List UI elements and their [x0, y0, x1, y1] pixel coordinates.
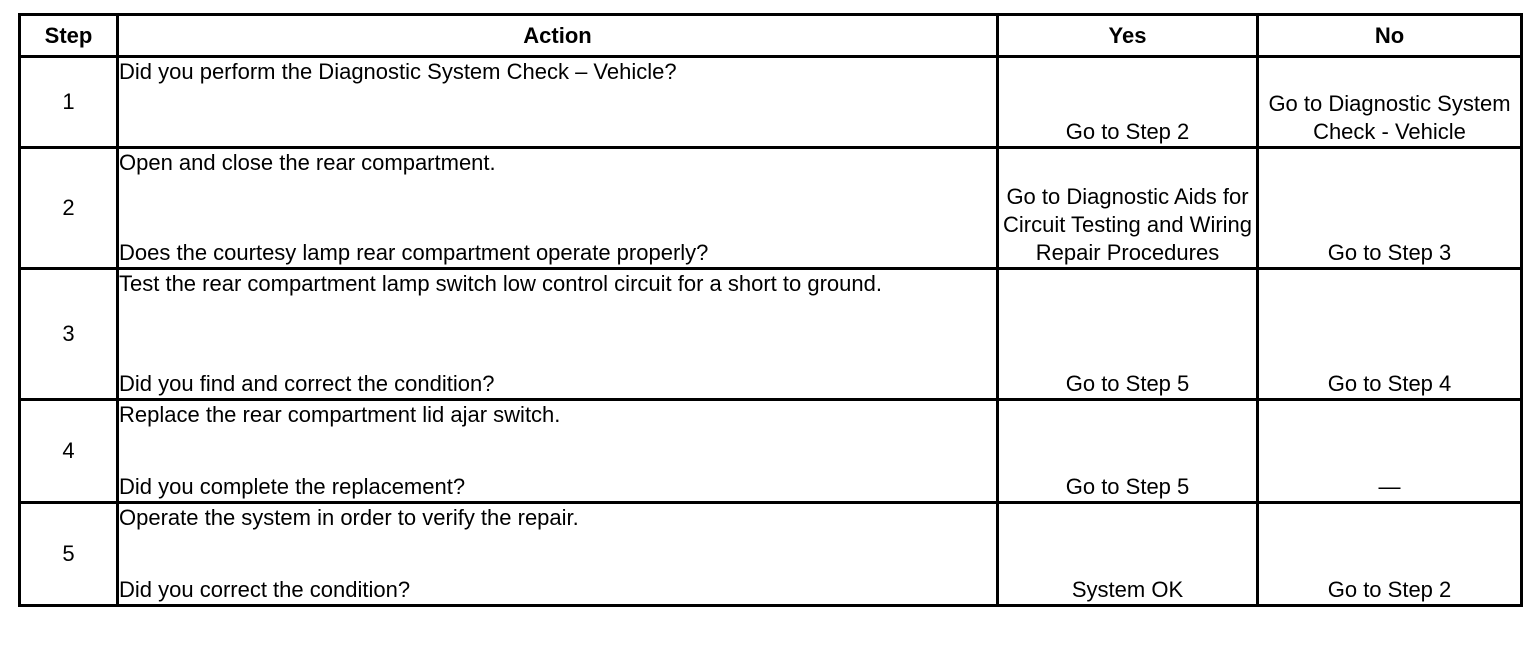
table-row: 3 Test the rear compartment lamp switch … [18, 267, 1523, 401]
step-number: 2 [18, 146, 119, 270]
table-row: 5 Operate the system in order to verify … [18, 501, 1523, 607]
step-number: 3 [18, 267, 119, 401]
no-result: Go to Step 4 [1256, 267, 1523, 401]
no-result: — [1256, 398, 1523, 504]
action-instruction: Test the rear compartment lamp switch lo… [119, 271, 882, 296]
no-result: Go to Step 2 [1256, 501, 1523, 607]
step-number: 1 [18, 55, 119, 149]
no-result: Go to Diagnostic System Check - Vehicle [1256, 55, 1523, 149]
header-no: No [1256, 13, 1523, 58]
action-instruction: Did you perform the Diagnostic System Ch… [119, 59, 677, 84]
step-number: 5 [18, 501, 119, 607]
action-instruction: Operate the system in order to verify th… [119, 505, 579, 530]
table-row: 2 Open and close the rear compartment. D… [18, 146, 1523, 270]
header-action: Action [116, 13, 999, 58]
yes-result: System OK [996, 501, 1259, 607]
action-question: Did you find and correct the condition? [119, 371, 495, 396]
header-step: Step [18, 13, 119, 58]
action-cell: Replace the rear compartment lid ajar sw… [116, 398, 999, 504]
action-instruction: Replace the rear compartment lid ajar sw… [119, 402, 561, 427]
action-cell: Open and close the rear compartment. Doe… [116, 146, 999, 270]
yes-result: Go to Step 5 [996, 267, 1259, 401]
yes-result: Go to Step 5 [996, 398, 1259, 504]
no-result: Go to Step 3 [1256, 146, 1523, 270]
action-cell: Did you perform the Diagnostic System Ch… [116, 55, 999, 149]
action-question: Did you correct the condition? [119, 577, 411, 602]
table-row: 4 Replace the rear compartment lid ajar … [18, 398, 1523, 504]
action-cell: Operate the system in order to verify th… [116, 501, 999, 607]
diagnostic-table: Step Action Yes No 1 Did you perform the… [18, 13, 1523, 607]
table-row: 1 Did you perform the Diagnostic System … [18, 55, 1523, 149]
diagnostic-table-wrapper: Step Action Yes No 1 Did you perform the… [18, 13, 1523, 607]
action-cell: Test the rear compartment lamp switch lo… [116, 267, 999, 401]
yes-result: Go to Diagnostic Aids for Circuit Testin… [996, 146, 1259, 270]
step-number: 4 [18, 398, 119, 504]
table-header-row: Step Action Yes No [18, 13, 1523, 58]
yes-result: Go to Step 2 [996, 55, 1259, 149]
action-instruction: Open and close the rear compartment. [119, 150, 496, 175]
action-question: Did you complete the replacement? [119, 474, 466, 499]
header-yes: Yes [996, 13, 1259, 58]
action-question: Does the courtesy lamp rear compartment … [119, 240, 709, 265]
